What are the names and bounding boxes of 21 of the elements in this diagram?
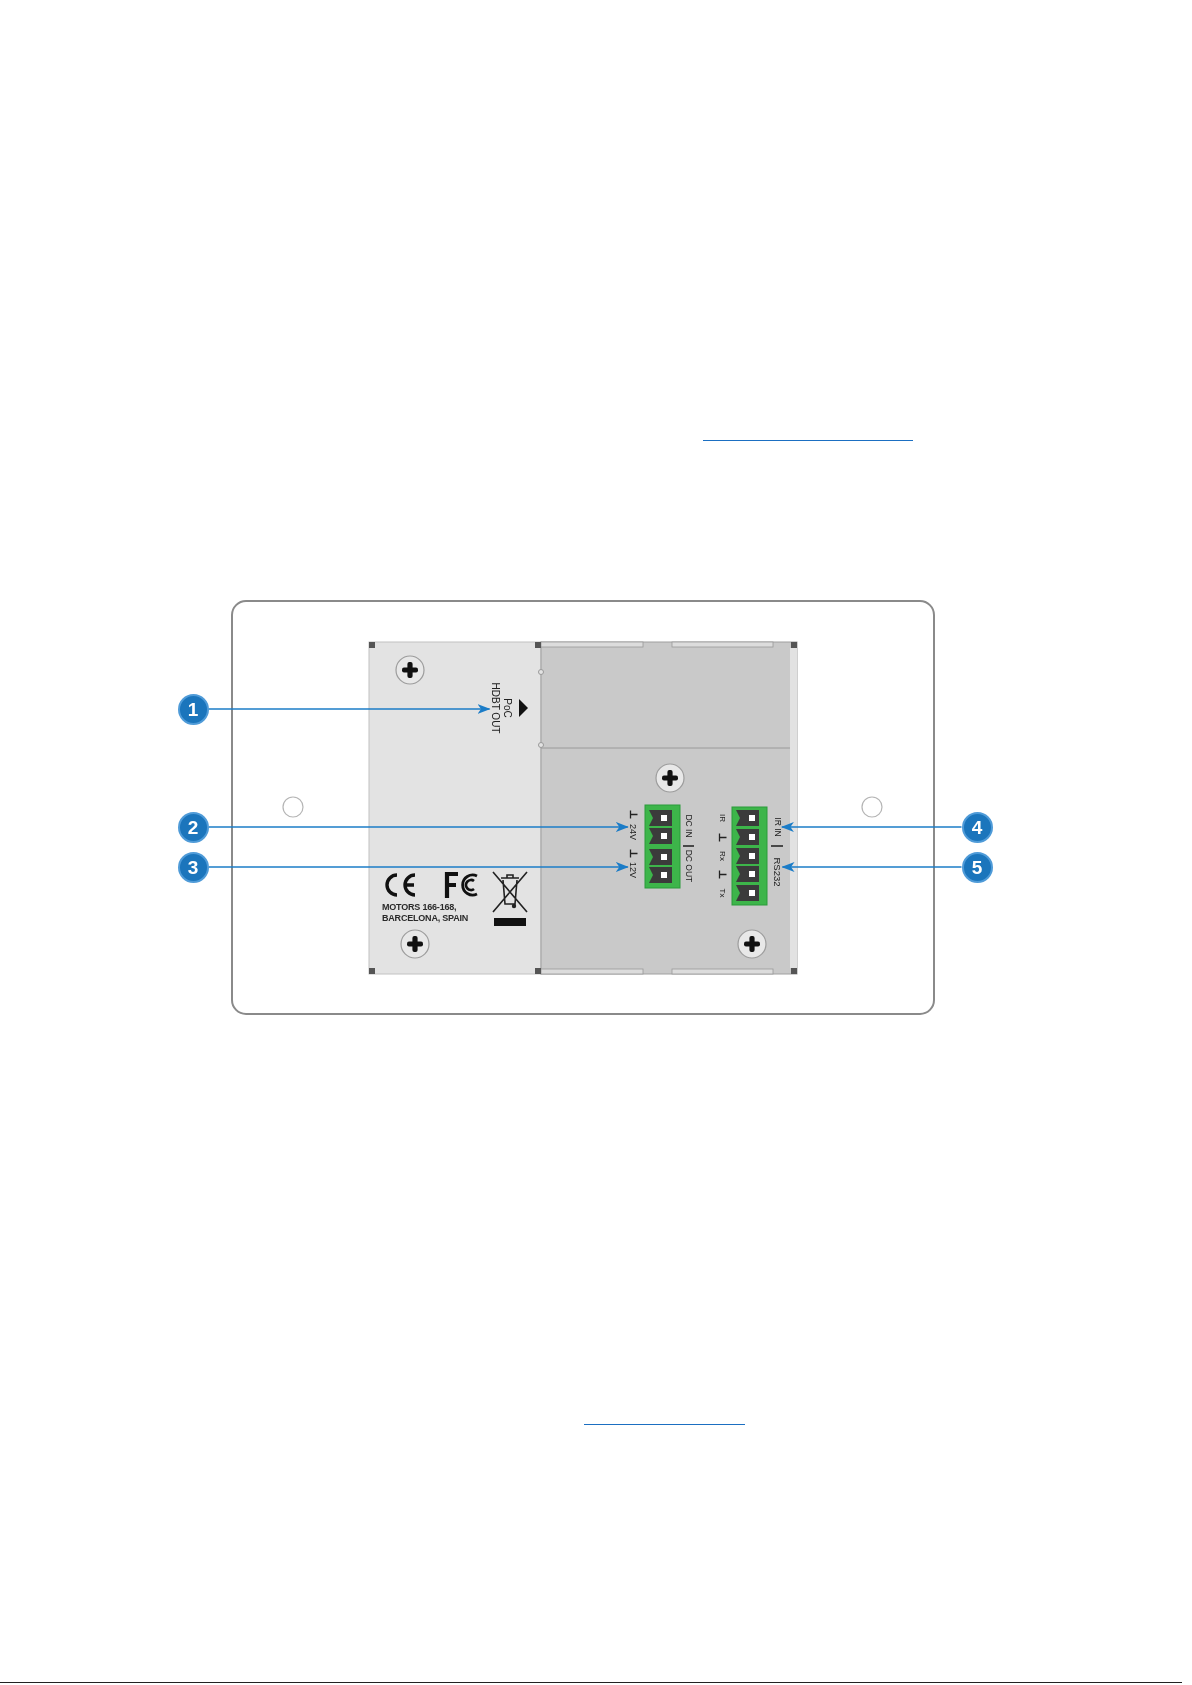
port-label: DC IN [683,814,693,838]
pin-label: Rx [717,851,727,861]
port-label: PoC HDBT OUT [489,682,513,734]
callout-number: 4 [961,811,993,843]
address-text: MOTORS 166-168, BARCELONA, SPAIN [382,902,470,924]
leader-arrow [207,704,491,714]
port-label: RS232 [771,857,783,887]
callout-number: 2 [177,811,209,843]
pin-label: 12V [627,862,639,878]
port-label: IR IN [772,817,782,837]
leader-arrow [780,822,963,832]
callout-number: 1 [177,693,209,725]
callout-number: 5 [961,851,993,883]
leader-arrow [207,862,629,872]
pin-label: IR [717,814,727,822]
pin-label: 24V [627,824,639,840]
pin-label: Tx [717,888,727,898]
leader-arrow [207,822,629,832]
leader-arrow [781,862,963,872]
callout-number: 3 [177,851,209,883]
port-label: DC OUT [683,849,693,883]
